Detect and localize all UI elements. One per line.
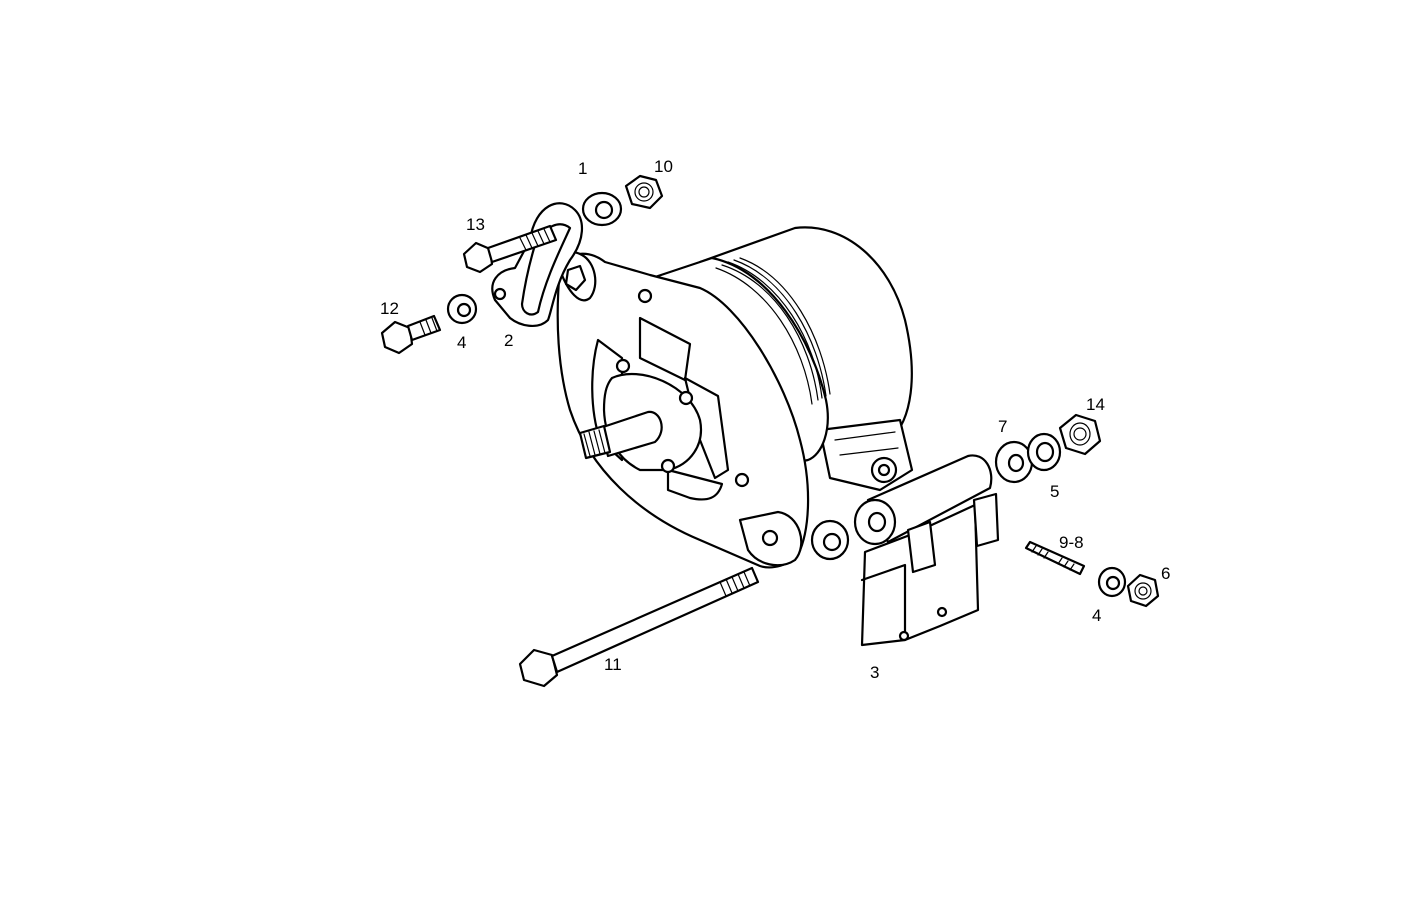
mounting-bracket-3 [853,454,1000,647]
adjusting-bracket-2 [491,202,583,327]
callout-2: 2 [504,331,513,350]
washer-1 [581,191,623,227]
callout-4-upper: 4 [457,333,466,352]
bolt-12 [380,314,442,355]
callout-13: 13 [466,215,485,234]
washer-lower [810,519,850,561]
nut-10 [624,174,664,210]
washer-7 [994,440,1034,484]
callout-1: 1 [578,159,587,178]
washer-4-lower [1097,566,1127,598]
callout-labels: 1 10 13 12 4 2 7 14 5 9-8 6 4 11 3 [380,157,1170,682]
callout-6: 6 [1161,564,1170,583]
alternator [556,226,914,569]
nut-14 [1058,413,1102,456]
callout-11: 11 [604,655,622,674]
washer-4-upper [446,293,478,325]
nut-6 [1126,573,1160,608]
callout-3: 3 [870,663,879,682]
bolt-11 [518,566,760,688]
callout-12: 12 [380,299,399,318]
callout-14: 14 [1086,395,1105,414]
callout-5: 5 [1050,482,1059,501]
stud-9-8 [1024,540,1086,576]
washer-5 [1026,432,1062,472]
callout-10: 10 [654,157,673,176]
bolt-13 [462,224,558,274]
callout-7: 7 [998,417,1007,436]
callout-4-lower: 4 [1092,606,1101,625]
callout-9-8: 9-8 [1059,533,1084,552]
